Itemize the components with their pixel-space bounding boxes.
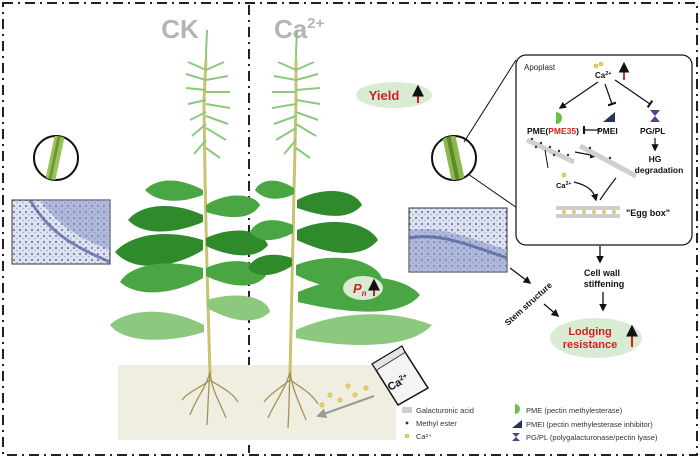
leaf [110, 311, 204, 340]
pme-label: PME(PME35) [527, 126, 579, 136]
leaf [120, 263, 203, 293]
apoplast-ca-mid-label: Ca2+ [556, 181, 571, 190]
egg-box-structure [556, 206, 620, 218]
leaf [206, 195, 260, 218]
leaf [248, 254, 292, 276]
apoplast-title: Apoplast [524, 63, 556, 72]
legend-galacturonic-acid: Galacturonic acid [416, 406, 474, 415]
legend-pmei: PMEI (pectin methylesterase inhibitor) [526, 420, 653, 429]
cell-wall-label-1: Cell wall [584, 268, 620, 278]
pmei-label: PMEI [597, 126, 618, 136]
release-arrow [316, 395, 375, 419]
leaf [297, 190, 362, 216]
stem-zoom-ck [33, 135, 79, 181]
ca-fertilizer-bag: Ca2+ [316, 345, 430, 419]
leaf [296, 314, 432, 345]
legend-ca: Ca²⁺ [416, 432, 432, 441]
legend-swatch-pmei [512, 420, 522, 428]
legend-pgpl: PG/PL (polygalacturonase/pectin lyase) [526, 433, 658, 442]
pn-badge: Pn [343, 276, 383, 300]
leaf [115, 233, 203, 266]
inflorescence-ca [271, 29, 321, 159]
roots-ck [181, 371, 239, 426]
soil-band [118, 365, 396, 440]
yield-badge: Yield [356, 82, 432, 108]
arrow-ca-eggbox [573, 181, 599, 202]
apoplast-panel: Apoplast Ca2+ PME(PME35) PMEI PG/PL HG d… [515, 54, 693, 246]
pme-acts-line [544, 149, 549, 169]
zoom-connector-top [463, 59, 517, 143]
cell-wall-label-2: stiffening [584, 279, 625, 289]
leaf [206, 230, 268, 256]
arrow-chain-eggbox [599, 177, 617, 201]
roots-ca [263, 371, 319, 429]
legend-swatch-ca [404, 433, 410, 439]
leaf [207, 295, 270, 321]
pectin-chain-methylated [525, 137, 576, 165]
zoom-connector-bottom [467, 173, 521, 211]
yield-label: Yield [369, 88, 400, 103]
inhibit-ca-pgpl [614, 79, 654, 109]
hg-label-1: HG [649, 154, 662, 164]
pgpl-icon [650, 110, 660, 122]
leaf [128, 205, 203, 232]
inflorescence-ck [185, 29, 231, 159]
header-ca: Ca2+ [274, 14, 325, 44]
egg-box-label: "Egg box" [626, 208, 670, 218]
pgpl-label: PG/PL [640, 126, 666, 136]
lodging-label-1: Lodging [568, 326, 611, 338]
lodging-label-2: resistance [563, 339, 617, 351]
arrow-stem-lodging [543, 303, 560, 318]
inhibit-ca-pmei [604, 83, 617, 107]
hg-label-2: degradation [635, 165, 684, 175]
leaf [145, 180, 203, 201]
micrograph-ck [11, 199, 111, 265]
pmei-icon [603, 112, 615, 122]
header-ck: CK [161, 14, 199, 44]
lodging-badge: Lodging resistance [550, 318, 642, 358]
stem-zoom-ca [431, 135, 477, 181]
legend: Galacturonic acid Methyl ester Ca²⁺ PME … [402, 404, 658, 442]
leaf [255, 180, 294, 199]
stem-structure-label: Stem structure [503, 280, 554, 328]
pectin-chain-demethylated [578, 143, 638, 179]
micrograph-ca [408, 207, 508, 273]
legend-swatch-pme [515, 404, 520, 414]
legend-swatch-methyl [405, 421, 409, 425]
legend-pme: PME (pectin methylesterase) [526, 406, 623, 415]
legend-swatch-galacturonic [402, 407, 412, 413]
legend-methyl-ester: Methyl ester [416, 419, 457, 428]
pme-icon [556, 112, 562, 124]
legend-swatch-pgpl [512, 433, 520, 441]
leaf [297, 221, 378, 254]
leaf [250, 220, 293, 241]
apoplast-ca-label: Ca2+ [595, 71, 612, 80]
pn-label: Pn [353, 281, 367, 298]
arrow-micrograph-stem [509, 267, 532, 284]
arrow-ca-pme [558, 81, 599, 109]
